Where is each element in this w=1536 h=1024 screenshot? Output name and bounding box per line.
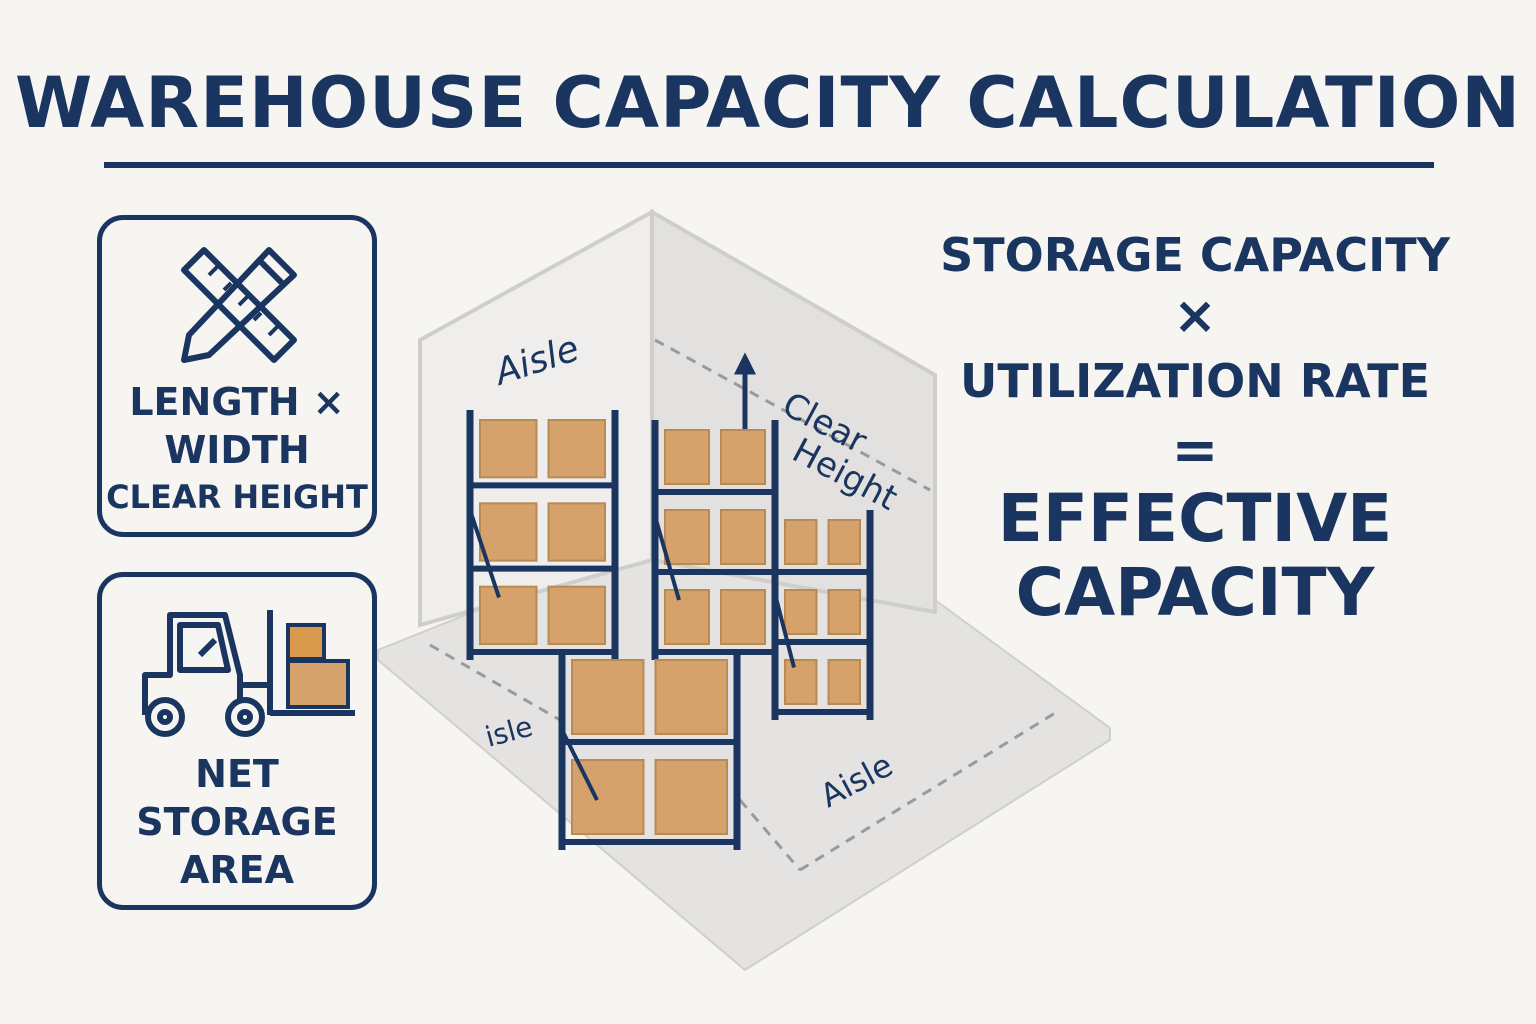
storage-box — [479, 585, 538, 646]
storage-box — [784, 589, 818, 635]
rack-brace — [653, 515, 681, 601]
card-line: WIDTH — [164, 428, 310, 472]
aisle-markings — [429, 338, 1061, 872]
storage-box — [827, 589, 861, 635]
capacity-formula: STORAGE CAPACITY × UTILIZATION RATE = EF… — [940, 228, 1450, 631]
storage-box — [827, 659, 861, 705]
formula-term-utilization-rate: UTILIZATION RATE — [959, 354, 1431, 408]
formula-result-line2: CAPACITY — [1015, 554, 1375, 631]
storage-box — [720, 429, 766, 485]
card-length-width-height: LENGTH × WIDTH CLEAR HEIGHT — [97, 215, 377, 537]
storage-box — [720, 509, 766, 565]
storage-box — [479, 502, 538, 562]
storage-box — [654, 759, 728, 835]
storage-box — [571, 659, 645, 735]
formula-multiply-operator: × — [1173, 286, 1217, 346]
storage-box — [664, 589, 710, 645]
card-line: STORAGE — [136, 800, 338, 844]
title-underline — [104, 162, 1434, 168]
card-line: NET — [195, 752, 279, 796]
card-net-storage-area: NET STORAGE AREA — [97, 572, 377, 910]
formula-result-line1: EFFECTIVE — [997, 480, 1393, 557]
formula-equals-operator: = — [1171, 418, 1219, 483]
card-line: CLEAR HEIGHT — [106, 478, 368, 516]
storage-box — [784, 659, 818, 705]
storage-box — [827, 519, 861, 565]
storage-box — [547, 419, 606, 479]
forklift-icon — [142, 610, 355, 737]
storage-box — [664, 429, 710, 485]
storage-box — [479, 419, 538, 479]
storage-box — [784, 519, 818, 565]
clear-height-arrow — [733, 352, 757, 440]
storage-box — [664, 509, 710, 565]
ruler-pencil-icon — [181, 247, 297, 363]
storage-box — [720, 589, 766, 645]
rack-brace — [560, 729, 599, 801]
rack-brace — [468, 509, 501, 599]
rack-brace — [773, 593, 796, 669]
storage-box — [547, 585, 606, 646]
formula-term-storage-capacity: STORAGE CAPACITY — [940, 228, 1450, 282]
storage-box — [547, 502, 606, 562]
card-line: LENGTH × — [129, 380, 345, 424]
storage-box — [654, 659, 728, 735]
card-line: AREA — [179, 848, 295, 892]
page-title: WAREHOUSE CAPACITY CALCULATION — [15, 62, 1521, 144]
